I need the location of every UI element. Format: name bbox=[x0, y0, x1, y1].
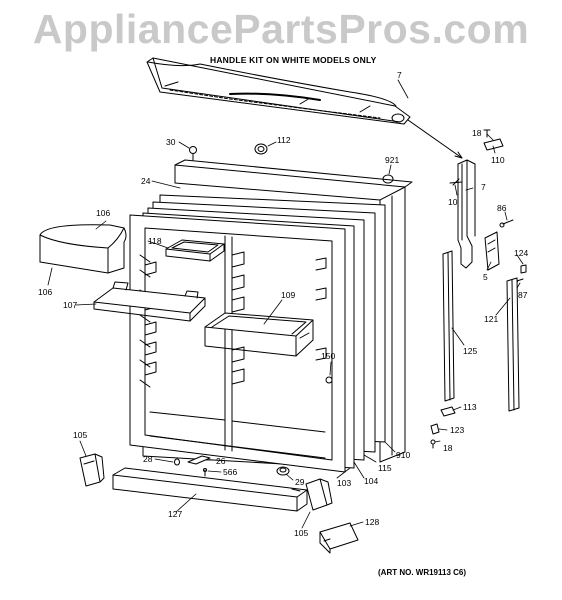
part-label-7-handle: 7 bbox=[397, 70, 402, 80]
part-label-127: 127 bbox=[168, 509, 183, 519]
part-label-109: 109 bbox=[281, 290, 296, 300]
trim-125 bbox=[442, 250, 455, 402]
clip-26 bbox=[187, 455, 211, 465]
screw-30 bbox=[189, 146, 197, 161]
hinge-5 bbox=[484, 231, 500, 271]
clip-123 bbox=[430, 423, 440, 435]
part-label-910: 910 bbox=[396, 450, 411, 460]
part-label-29: 29 bbox=[295, 477, 305, 487]
part-label-566: 566 bbox=[223, 467, 238, 477]
trim-121 bbox=[506, 277, 520, 412]
clip-110 bbox=[483, 138, 504, 151]
part-label-125: 125 bbox=[463, 346, 478, 356]
part-label-24: 24 bbox=[141, 176, 151, 186]
part-label-28: 28 bbox=[143, 454, 153, 464]
leader-lines bbox=[47, 79, 524, 529]
leader-handle-to-bracket bbox=[407, 119, 463, 159]
part-label-921: 921 bbox=[385, 155, 400, 165]
part-label-123: 123 bbox=[450, 425, 465, 435]
part-label-10: 10 bbox=[448, 197, 458, 207]
screw-18-top bbox=[483, 129, 491, 138]
part-label-118: 118 bbox=[148, 236, 162, 246]
part-label-105-bottom: 105 bbox=[294, 528, 309, 538]
part-label-150: 150 bbox=[321, 351, 336, 361]
part-label-26: 26 bbox=[216, 456, 226, 466]
bracket-128 bbox=[319, 522, 359, 554]
part-label-105-left: 105 bbox=[73, 430, 88, 440]
plug-112 bbox=[254, 143, 268, 155]
grille-127 bbox=[112, 467, 308, 512]
bin-106 bbox=[39, 224, 127, 274]
leader-arrowhead bbox=[454, 151, 463, 159]
part-label-106-bottom: 106 bbox=[38, 287, 53, 297]
part-label-106-top: 106 bbox=[96, 208, 111, 218]
cap-29 bbox=[276, 466, 290, 476]
part-label-18-bottom: 18 bbox=[443, 443, 453, 453]
cap-113 bbox=[440, 406, 456, 417]
part-label-107: 107 bbox=[63, 300, 78, 310]
part-label-103: 103 bbox=[337, 478, 352, 488]
handle-kit-note: HANDLE KIT ON WHITE MODELS ONLY bbox=[210, 55, 377, 65]
cap-124 bbox=[520, 264, 527, 274]
part-label-124: 124 bbox=[514, 248, 529, 258]
screw-150 bbox=[325, 376, 333, 384]
screw-18-bottom bbox=[430, 439, 436, 449]
part-label-18-top: 18 bbox=[472, 128, 482, 138]
door-handle bbox=[146, 57, 411, 125]
door-liner bbox=[129, 214, 346, 473]
part-label-5: 5 bbox=[483, 272, 488, 282]
screw-10 bbox=[449, 178, 463, 186]
hinge-bracket-7 bbox=[457, 159, 476, 269]
part-label-128: 128 bbox=[365, 517, 380, 527]
watermark: AppliancePartsPros.com bbox=[32, 6, 530, 52]
screw-28 bbox=[174, 458, 180, 466]
art-number: (ART NO. WR19113 C6) bbox=[378, 568, 467, 577]
screw-86 bbox=[499, 219, 514, 228]
part-label-86: 86 bbox=[497, 203, 507, 213]
part-label-30: 30 bbox=[166, 137, 176, 147]
part-label-115: 115 bbox=[378, 463, 392, 473]
screw-566 bbox=[203, 468, 207, 477]
part-label-104: 104 bbox=[364, 476, 379, 486]
part-label-112: 112 bbox=[277, 135, 291, 145]
part-label-113: 113 bbox=[463, 402, 477, 412]
bracket-105-left bbox=[79, 453, 105, 487]
part-label-121: 121 bbox=[484, 314, 499, 324]
part-label-110: 110 bbox=[491, 155, 505, 165]
part-label-7-bracket: 7 bbox=[481, 182, 486, 192]
bracket-105-bottom bbox=[305, 478, 333, 511]
shelf-107 bbox=[93, 281, 206, 322]
part-label-87: 87 bbox=[518, 290, 528, 300]
bin-118 bbox=[165, 239, 225, 262]
